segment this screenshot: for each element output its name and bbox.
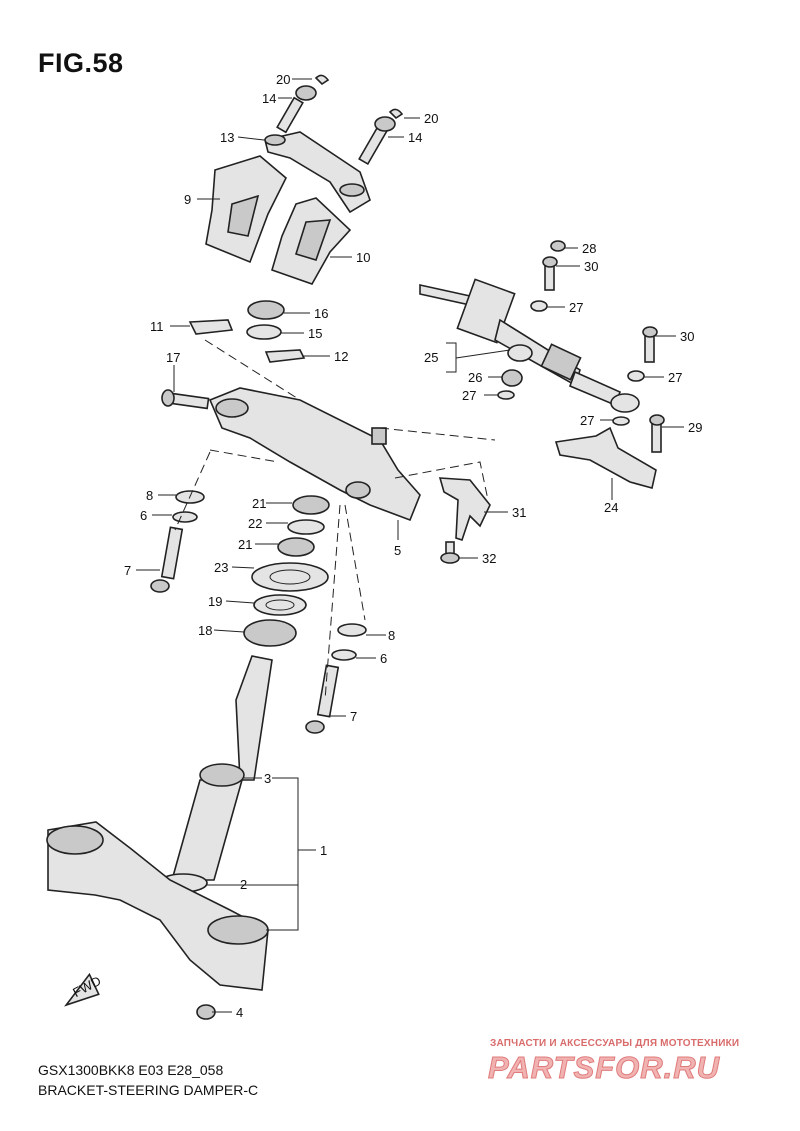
callout-28: 28 [582, 241, 596, 256]
callout-30: 30 [584, 259, 598, 274]
washer-6a [172, 511, 198, 523]
washer-6b [331, 649, 357, 661]
washer-27b [627, 370, 645, 382]
callout-6: 6 [380, 651, 387, 666]
callout-27: 27 [569, 300, 583, 315]
nut-21a [292, 495, 330, 515]
watermark-logo: PARTSFOR.RU [487, 1050, 721, 1086]
callout-14: 14 [262, 91, 276, 106]
collar-26 [501, 369, 523, 387]
callout-21: 21 [238, 537, 252, 552]
callout-25: 25 [424, 350, 438, 365]
figure-title: FIG.58 [38, 48, 124, 78]
callout-7: 7 [124, 563, 131, 578]
washer-8b [337, 623, 367, 637]
callout-8: 8 [146, 488, 153, 503]
bolt-30a [542, 256, 558, 291]
callout-9: 9 [184, 192, 191, 207]
callout-3: 3 [264, 771, 271, 786]
damper-bracket-24 [554, 426, 657, 489]
plate-12 [264, 349, 306, 363]
callout-8: 8 [388, 628, 395, 643]
bolt-7a [150, 526, 184, 593]
callout-24: 24 [604, 500, 618, 515]
model-code: GSX1300BKK8 E03 E28_058 [38, 1062, 224, 1078]
clip-20b [388, 108, 404, 120]
callout-27: 27 [462, 388, 476, 403]
callout-15: 15 [308, 326, 322, 341]
callout-5: 5 [394, 543, 401, 558]
callout-29: 29 [688, 420, 702, 435]
callout-12: 12 [334, 349, 348, 364]
clamp-bolt-left [276, 85, 317, 134]
nut-21b [277, 537, 315, 557]
washer-27c [497, 390, 515, 400]
washer-22 [287, 519, 325, 535]
lower-bracket [47, 821, 269, 991]
clamp-bolt-right [358, 116, 396, 166]
washer-27a [530, 300, 548, 312]
bracket-31 [438, 477, 491, 542]
callout-27: 27 [668, 370, 682, 385]
washer-27d [612, 416, 630, 426]
figure-name: BRACKET-STEERING DAMPER-C [38, 1082, 259, 1098]
cap-28 [550, 240, 566, 252]
nut-16 [247, 300, 285, 320]
bolt-29 [649, 414, 665, 453]
callout-19: 19 [208, 594, 222, 609]
seal-23 [251, 562, 329, 592]
callout-17: 17 [166, 350, 180, 365]
bolt-17 [161, 389, 210, 410]
bolt-7b [305, 664, 340, 734]
callout-32: 32 [482, 551, 496, 566]
bearing-18 [243, 619, 297, 647]
callout-27: 27 [580, 413, 594, 428]
callout-22: 22 [248, 516, 262, 531]
callout-1: 1 [320, 843, 327, 858]
bearing-3 [199, 763, 245, 787]
washer-15 [246, 324, 282, 340]
race-19 [253, 594, 307, 616]
callout-14: 14 [408, 130, 422, 145]
callout-21: 21 [252, 496, 266, 511]
callout-16: 16 [314, 306, 328, 321]
upper-handlebar-clamp [264, 131, 371, 214]
steering-stem [170, 655, 273, 881]
callout-20: 20 [276, 72, 290, 87]
callout-13: 13 [220, 130, 234, 145]
callout-18: 18 [198, 623, 212, 638]
fwd-arrow-icon [64, 972, 100, 1007]
steering-damper [419, 278, 640, 413]
watermark-tagline: ЗАПЧАСТИ И АКСЕССУАРЫ ДЛЯ МОТОТЕХНИКИ [490, 1038, 740, 1049]
plate-11 [188, 319, 234, 335]
callout-7: 7 [350, 709, 357, 724]
callout-6: 6 [140, 508, 147, 523]
callout-4: 4 [236, 1005, 243, 1020]
clip-20a [314, 74, 330, 86]
callout-31: 31 [512, 505, 526, 520]
callout-23: 23 [214, 560, 228, 575]
bolt-32 [440, 541, 460, 564]
callout-10: 10 [356, 250, 370, 265]
callout-30: 30 [680, 329, 694, 344]
bolt-30b [642, 326, 658, 363]
callout-2: 2 [240, 877, 247, 892]
callout-20: 20 [424, 111, 438, 126]
callout-26: 26 [468, 370, 482, 385]
callout-11: 11 [150, 319, 164, 334]
